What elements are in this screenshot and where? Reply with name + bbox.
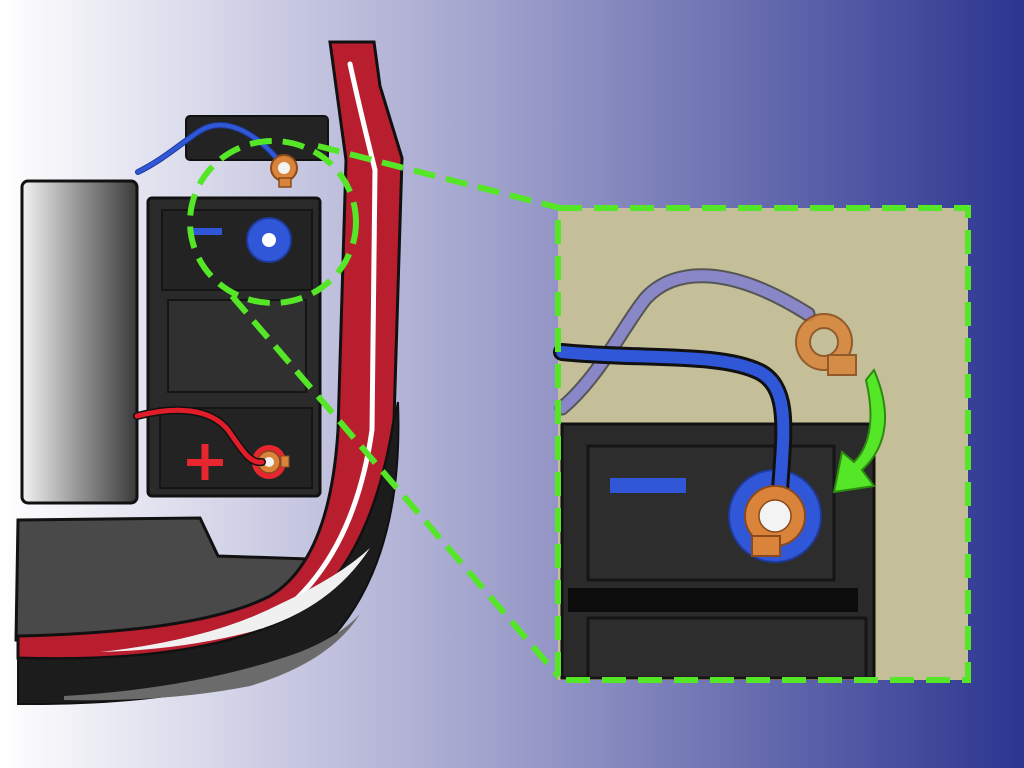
positive-ring-hole xyxy=(264,457,274,467)
callout-circle xyxy=(187,138,359,306)
curved-arrow-icon xyxy=(832,368,886,494)
callout-line-bottom xyxy=(229,294,563,680)
inset-battery-bottom-panel xyxy=(586,616,868,680)
frame-white-stripe xyxy=(100,548,370,652)
ghost-wire xyxy=(556,270,814,414)
frame-shadow-stripe xyxy=(64,614,360,701)
ghost-ring-terminal-icon xyxy=(795,313,857,376)
ring-terminal-icon xyxy=(270,154,298,188)
positive-sign-icon xyxy=(187,444,223,480)
battery-mid-panel xyxy=(167,299,307,393)
support-post xyxy=(20,179,139,505)
frame-highlight xyxy=(259,61,378,629)
inset-border xyxy=(555,205,971,683)
negative-sign-icon xyxy=(188,228,222,235)
inset-battery-ledge xyxy=(568,588,858,612)
inset-negative-sign-icon xyxy=(610,478,686,493)
battery xyxy=(146,196,322,498)
callout-line-top xyxy=(317,143,561,211)
negative-terminal-hole xyxy=(262,233,276,247)
positive-wire xyxy=(134,407,265,465)
inset-ring-terminal-icon xyxy=(744,485,806,557)
positive-ring-tab xyxy=(280,455,290,468)
inset-wire xyxy=(556,346,790,496)
zoom-inset xyxy=(553,205,971,683)
